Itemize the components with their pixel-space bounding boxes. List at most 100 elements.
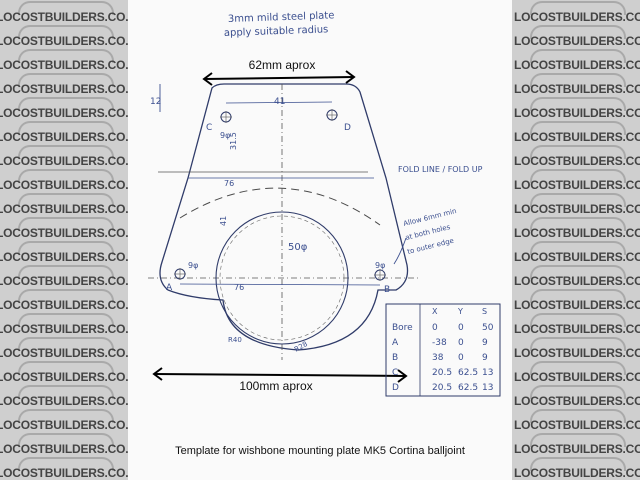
center-to-holes: 41 (219, 216, 228, 226)
material-note-1: 3mm mild steel plate (228, 10, 335, 25)
watermark-right: LOCOSTBUILDERS.CO.UKLOCOSTBUILDERS.CO.UK… (512, 0, 640, 480)
bottom-hole-spacing-label: 76 (234, 283, 244, 292)
watermark-car-icon (530, 217, 626, 231)
watermark-car-icon (530, 25, 626, 39)
watermark-text: LOCOSTBUILDERS.CO.UK (514, 274, 640, 288)
vertical-to-fold: 31.5 (229, 132, 238, 150)
watermark-row: LOCOSTBUILDERS.CO.UK (0, 168, 128, 192)
watermark-row: LOCOSTBUILDERS.CO.UK (0, 240, 128, 264)
watermark-car-icon (18, 73, 114, 87)
watermark-row: LOCOSTBUILDERS.CO.UK (0, 336, 128, 360)
watermark-row: LOCOSTBUILDERS.CO.UK (0, 288, 128, 312)
watermark-car-icon (530, 1, 626, 15)
table-cell: 0 (432, 323, 438, 333)
watermark-row: LOCOSTBUILDERS.CO.UK (512, 360, 640, 384)
watermark-text: LOCOSTBUILDERS.CO.UK (0, 274, 128, 288)
watermark-text: LOCOSTBUILDERS.CO.UK (0, 418, 128, 432)
watermark-row: LOCOSTBUILDERS.CO.UK (512, 384, 640, 408)
watermark-car-icon (18, 385, 114, 399)
watermark-text: LOCOSTBUILDERS.CO.UK (514, 370, 640, 384)
top-width-label: 62mm aprox (249, 58, 316, 72)
table-cell: B (392, 353, 398, 363)
watermark-row: LOCOSTBUILDERS.CO.UK (0, 312, 128, 336)
bore-inner-guide (219, 215, 345, 341)
watermark-car-icon (530, 97, 626, 111)
watermark-car-icon (530, 121, 626, 135)
watermark-row: LOCOSTBUILDERS.CO.UK (0, 72, 128, 96)
watermark-row: LOCOSTBUILDERS.CO.UK (512, 48, 640, 72)
watermark-car-icon (18, 193, 114, 207)
watermark-car-icon (530, 49, 626, 63)
watermark-row: LOCOSTBUILDERS.CO.UK (512, 240, 640, 264)
watermark-row: LOCOSTBUILDERS.CO.UK (0, 432, 128, 456)
watermark-car-icon (530, 433, 626, 447)
watermark-text: LOCOSTBUILDERS.CO.UK (0, 82, 128, 96)
watermark-car-icon (530, 385, 626, 399)
top-arrow-left-head (202, 72, 213, 86)
table-cell: 62.5 (458, 368, 478, 378)
watermark-row: LOCOSTBUILDERS.CO.UK (512, 408, 640, 432)
table-cell: -38 (432, 338, 447, 348)
watermark-text: LOCOSTBUILDERS.CO.UK (514, 178, 640, 192)
bottom-radius-left: R40 (228, 336, 242, 344)
table-cell: C (392, 368, 398, 378)
table-cell: 0 (458, 353, 464, 363)
watermark-text: LOCOSTBUILDERS.CO.UK (514, 58, 640, 72)
watermark-text: LOCOSTBUILDERS.CO.UK (0, 394, 128, 408)
watermark-text: LOCOSTBUILDERS.CO.UK (0, 10, 128, 24)
center-bore-label: 50φ (288, 242, 308, 253)
watermark-row: LOCOSTBUILDERS.CO.UK (512, 192, 640, 216)
watermark-row: LOCOSTBUILDERS.CO.UK (512, 264, 640, 288)
watermark-text: LOCOSTBUILDERS.CO.UK (514, 418, 640, 432)
watermark-row: LOCOSTBUILDERS.CO.UK (512, 72, 640, 96)
watermark-text: LOCOSTBUILDERS.CO.UK (514, 106, 640, 120)
watermark-text: LOCOSTBUILDERS.CO.UK (0, 202, 128, 216)
top-height-label: 12 (150, 97, 161, 107)
label-d: D (344, 123, 351, 133)
watermark-car-icon (18, 169, 114, 183)
watermark-row: LOCOSTBUILDERS.CO.UK (0, 144, 128, 168)
watermark-car-icon (18, 217, 114, 231)
watermark-text: LOCOSTBUILDERS.CO.UK (514, 82, 640, 96)
top-width-arrow (203, 76, 355, 80)
table-cell: A (392, 338, 399, 348)
watermark-row: LOCOSTBUILDERS.CO.UK (512, 456, 640, 480)
watermark-text: LOCOSTBUILDERS.CO.UK (0, 442, 128, 456)
watermark-row: LOCOSTBUILDERS.CO.UK (512, 216, 640, 240)
watermark-text: LOCOSTBUILDERS.CO.UK (514, 226, 640, 240)
watermark-car-icon (530, 265, 626, 279)
watermark-text: LOCOSTBUILDERS.CO.UK (0, 178, 128, 192)
watermark-text: LOCOSTBUILDERS.CO.UK (0, 346, 128, 360)
watermark-car-icon (18, 409, 114, 423)
watermark-car-icon (530, 73, 626, 87)
table-cell: 9 (482, 353, 488, 363)
table-cell: Bore (392, 323, 413, 333)
watermark-row: LOCOSTBUILDERS.CO.UK (512, 168, 640, 192)
table-cell: D (392, 383, 399, 393)
table-header-cell: S (482, 307, 487, 316)
table-cell: 9 (482, 338, 488, 348)
outer-clearance-arc (179, 187, 381, 226)
top-hole-spacing-label: 41 (274, 97, 285, 107)
watermark-text: LOCOSTBUILDERS.CO.UK (514, 34, 640, 48)
watermark-row: LOCOSTBUILDERS.CO.UK (512, 24, 640, 48)
watermark-car-icon (18, 121, 114, 135)
drawing-sheet: 3mm mild steel plate apply suitable radi… (128, 0, 512, 480)
watermark-text: LOCOSTBUILDERS.CO.UK (514, 322, 640, 336)
watermark-text: LOCOSTBUILDERS.CO.UK (0, 370, 128, 384)
watermark-text: LOCOSTBUILDERS.CO.UK (0, 466, 128, 480)
watermark-row: LOCOSTBUILDERS.CO.UK (0, 456, 128, 480)
table-cell: 13 (482, 368, 493, 378)
watermark-text: LOCOSTBUILDERS.CO.UK (514, 346, 640, 360)
watermark-text: LOCOSTBUILDERS.CO.UK (514, 466, 640, 480)
watermark-row: LOCOSTBUILDERS.CO.UK (0, 264, 128, 288)
watermark-car-icon (18, 433, 114, 447)
watermark-text: LOCOSTBUILDERS.CO.UK (0, 322, 128, 336)
table-border (385, 303, 501, 397)
bottom-radius-right: R28 (293, 340, 309, 354)
watermark-row: LOCOSTBUILDERS.CO.UK (512, 0, 640, 24)
watermark-text: LOCOSTBUILDERS.CO.UK (514, 202, 640, 216)
watermark-row: LOCOSTBUILDERS.CO.UK (0, 408, 128, 432)
hole-a-dia: 9φ (188, 261, 198, 270)
